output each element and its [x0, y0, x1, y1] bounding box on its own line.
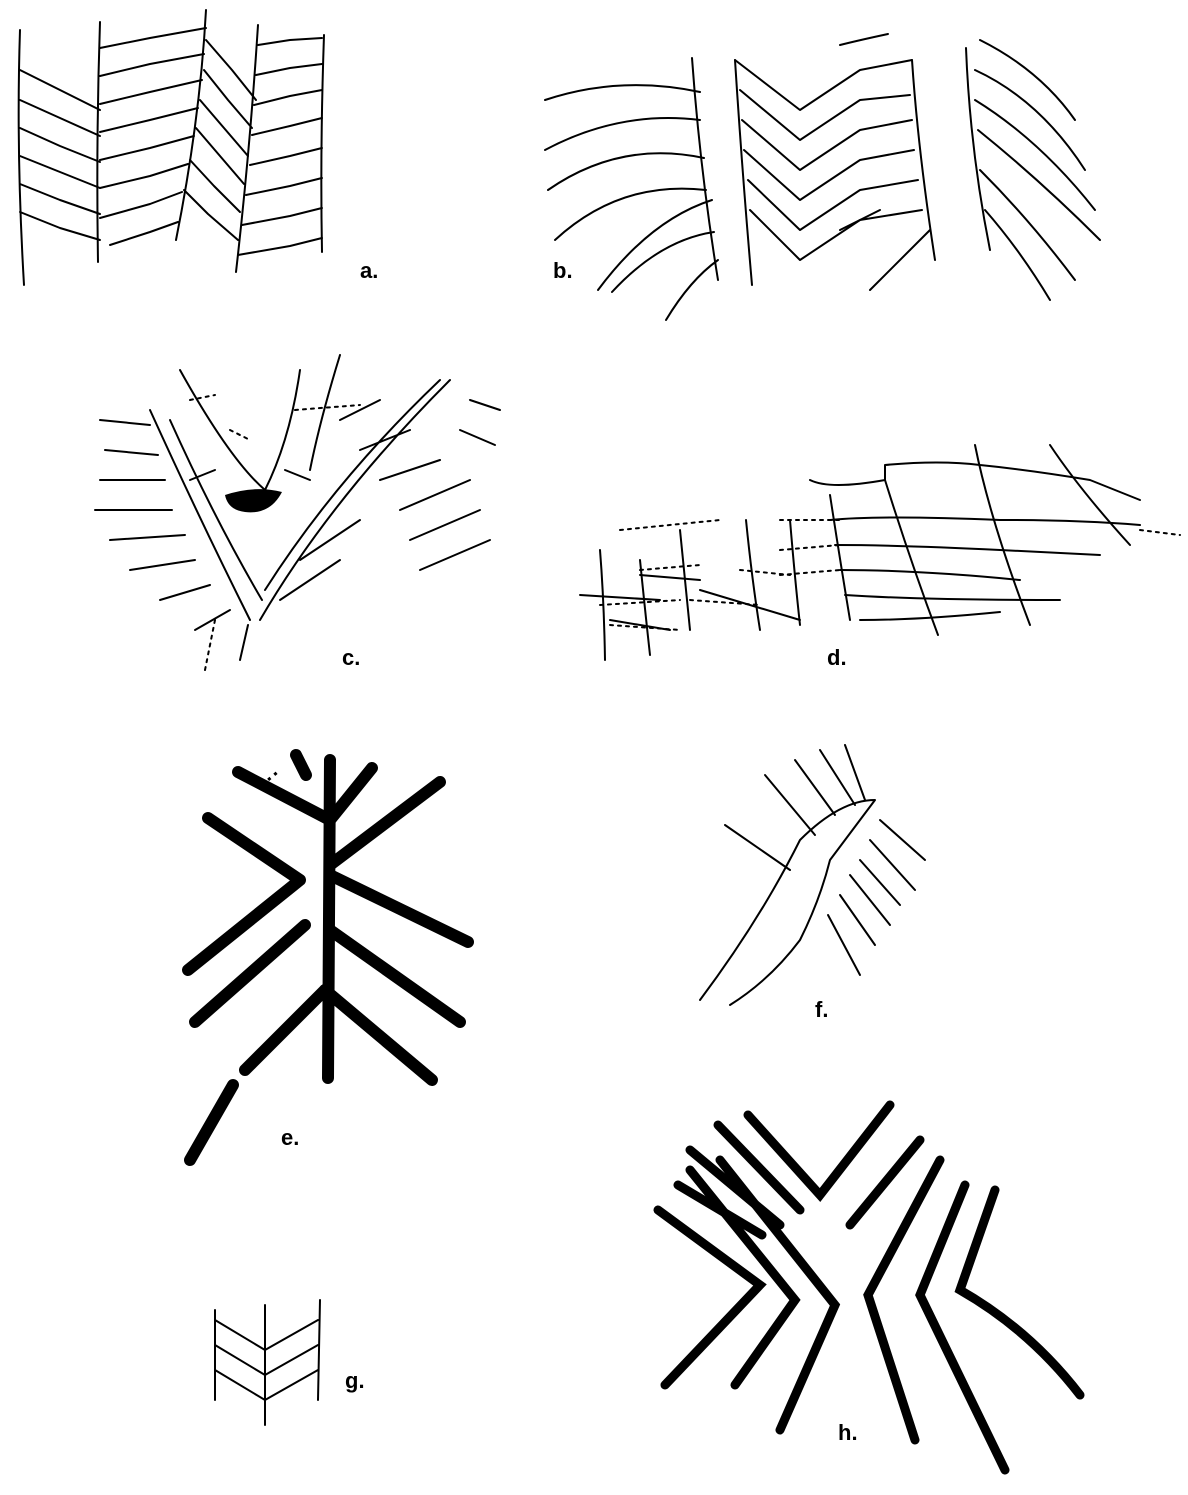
figure-c-drawing: [95, 355, 500, 670]
figure-h-label: h.: [838, 1420, 858, 1446]
figure-h-drawing: [658, 1105, 1080, 1470]
figure-d-label: d.: [827, 645, 847, 671]
figure-a-drawing: [19, 10, 324, 285]
figure-f-drawing: [700, 745, 925, 1005]
figure-c-label: c.: [342, 645, 360, 671]
figure-d-drawing: [580, 445, 1180, 660]
figure-e-label: e.: [281, 1125, 299, 1151]
figure-a-label: a.: [360, 258, 378, 284]
figure-g-label: g.: [345, 1368, 365, 1394]
figure-g-drawing: [215, 1300, 320, 1425]
figure-f-label: f.: [815, 997, 828, 1023]
figure-b-label: b.: [553, 258, 573, 284]
figure-e-drawing: [188, 755, 468, 1160]
figure-c-dark-mark: [225, 489, 282, 512]
figure-b-drawing: [545, 34, 1100, 320]
